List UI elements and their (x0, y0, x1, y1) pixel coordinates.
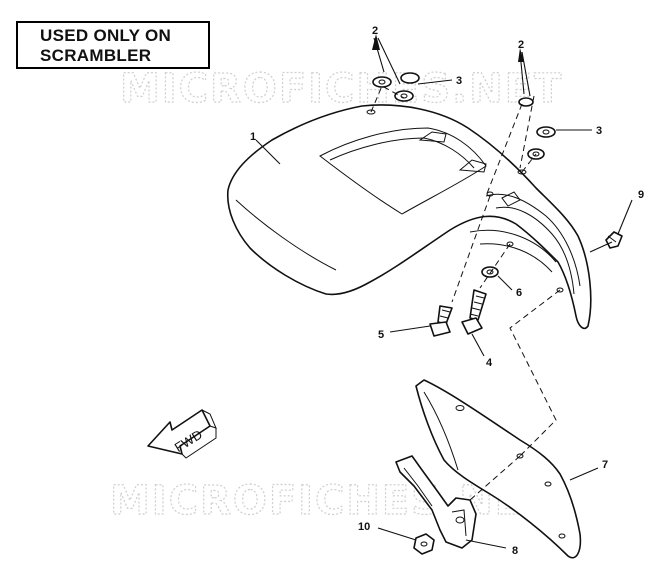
plate-bracket (415, 379, 582, 559)
callout-4: 4 (486, 357, 493, 369)
reflector-bracket (395, 455, 477, 549)
nut (413, 533, 435, 555)
grommet-left (372, 72, 420, 102)
rear-fender (226, 104, 592, 330)
screw-5 (429, 305, 453, 337)
callout-6: 6 (516, 287, 522, 299)
callout-2-left: 2 (372, 25, 378, 37)
callout-1: 1 (250, 131, 256, 143)
screw-4 (461, 289, 487, 335)
callout-3-left: 3 (456, 75, 462, 87)
callout-2-right: 2 (518, 39, 524, 51)
callout-7: 7 (602, 459, 608, 471)
callout-8: 8 (512, 545, 518, 557)
callout-5: 5 (378, 329, 384, 341)
washer-6 (481, 266, 499, 278)
scrambler-note-box: USED ONLY ON SCRAMBLER (16, 21, 210, 69)
note-line-2: SCRAMBLER (40, 46, 152, 65)
callout-10: 10 (358, 521, 370, 533)
bolt-9 (605, 231, 623, 249)
callout-3-right: 3 (596, 125, 602, 137)
forward-arrow-icon: FWD (147, 409, 217, 459)
watermark-top: MICROFICHES.NET (120, 66, 563, 112)
callout-9: 9 (638, 189, 644, 201)
note-line-1: USED ONLY ON (40, 26, 172, 45)
